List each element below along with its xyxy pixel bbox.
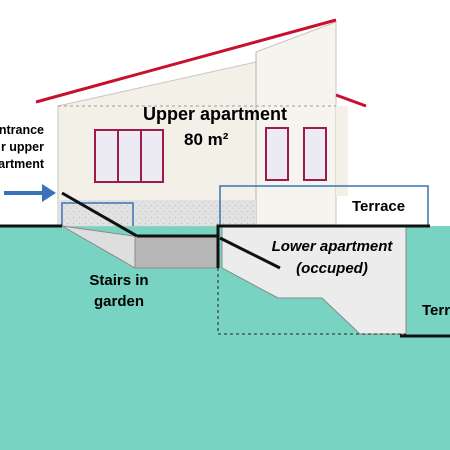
entrance-label-line2: r upper: [0, 139, 44, 154]
lower-apartment-line2: (occuped): [296, 259, 368, 277]
terrace-slab: [216, 224, 430, 268]
roof-main: [35, 18, 337, 104]
entrance-label-line3: artment: [0, 156, 44, 171]
window-left: [94, 129, 164, 183]
lower-apartment-line1: Lower apartment: [271, 238, 393, 255]
terrace-railing: [219, 185, 429, 226]
entrance-arrow-icon: [4, 184, 56, 202]
lower-dashed-outline: [217, 268, 406, 335]
roof-annex: [335, 93, 367, 108]
entrance-label-line1: ntrance: [0, 123, 44, 137]
upper-area-label: 80 m²: [184, 130, 229, 149]
gravel-base: [58, 200, 256, 226]
upper-apartment-label: Upper apartment: [142, 104, 288, 124]
lower-apartment-label: Lower apartment (occuped): [258, 236, 406, 280]
lower-apartment: [221, 225, 407, 335]
stairs-label: Stairs in garden: [84, 270, 154, 312]
stairs-handrail: [61, 191, 138, 238]
stairs-label-line2: garden: [93, 293, 144, 310]
window-middle: [265, 127, 289, 181]
stairs-landing: [134, 235, 219, 269]
terrace-lower-label: Terr: [422, 302, 450, 319]
house-wall-annex: [336, 106, 348, 196]
entrance-label: ntrance r upper artment: [0, 122, 44, 173]
lower-stair-line: [219, 236, 281, 270]
entrance-railing: [61, 202, 134, 226]
window-right: [303, 127, 327, 181]
terrace-upper-label: Terrace: [352, 198, 406, 215]
stairs-label-line1: Stairs in: [89, 272, 149, 289]
